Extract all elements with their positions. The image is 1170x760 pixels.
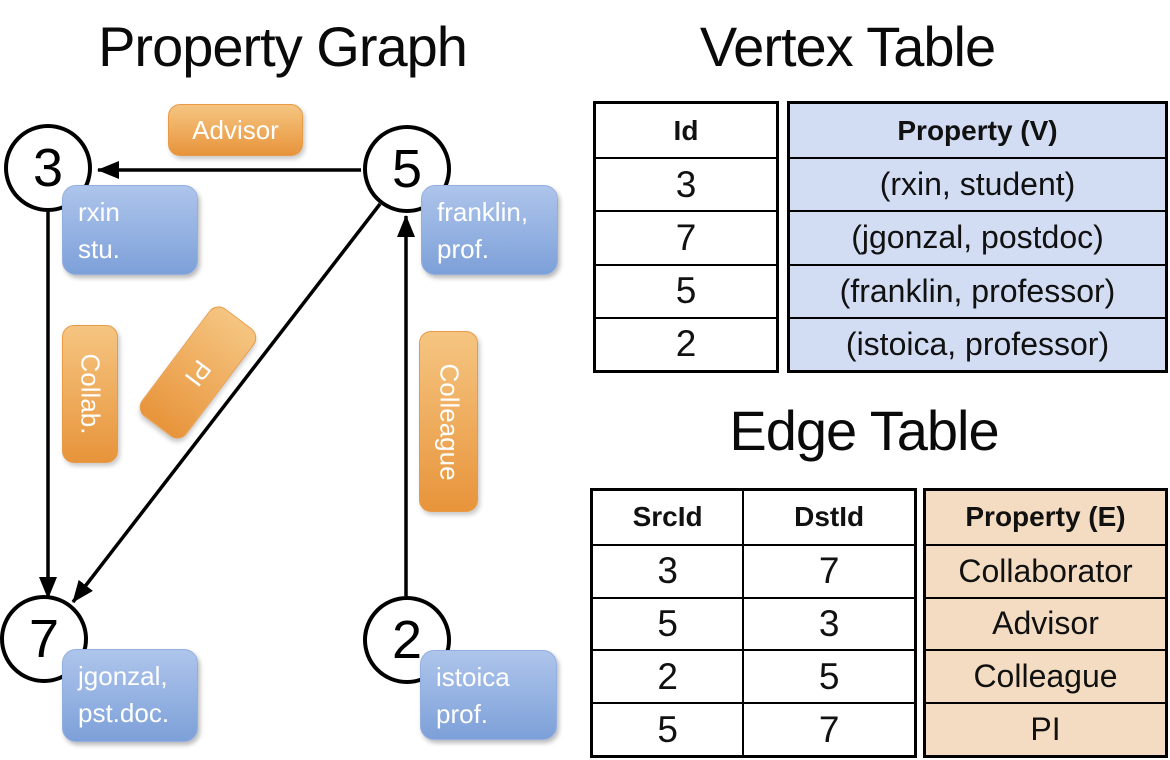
table-cell: PI	[926, 702, 1165, 755]
table-cell: Colleague	[926, 649, 1165, 702]
table-cell: (franklin, professor)	[790, 263, 1165, 317]
vertex-property-line: franklin,	[437, 197, 529, 227]
table-cell: 5	[593, 596, 743, 650]
vertex-table-id-column: Id 3 7 5 2	[593, 101, 779, 373]
edge-label-text: PI	[179, 353, 218, 392]
table-cell: 5	[593, 702, 743, 755]
edge-label-advisor: Advisor	[168, 104, 303, 156]
vertex-property-line: istoica	[436, 662, 510, 692]
vertex-table-property-header: Property (V)	[897, 114, 1058, 146]
edge-table-id-columns: SrcId DstId 3 7 5 3 2 5 5 7	[590, 488, 917, 758]
edge-table-property-header: Property (E)	[965, 501, 1126, 533]
vertex-property-line: rxin	[78, 197, 120, 227]
vertex-property-line: stu.	[78, 233, 120, 264]
table-cell: Collaborator	[926, 543, 1165, 597]
vertex-table-property-column: Property (V) (rxin, student) (jgonzal, p…	[787, 101, 1168, 373]
table-cell: 5	[596, 263, 776, 317]
node-id: 3	[32, 138, 64, 198]
table-cell: 3	[742, 596, 914, 650]
edge-table-title: Edge Table	[729, 399, 999, 462]
table-cell: 3	[593, 543, 743, 597]
table-cell: 7	[742, 702, 914, 755]
table-cell: 2	[593, 649, 743, 702]
table-cell: 7	[596, 210, 776, 263]
vertex-property-box-jgonzal: jgonzal, pst.doc.	[62, 649, 198, 742]
node-id: 7	[28, 609, 60, 669]
graph-node-3: 3	[4, 124, 92, 212]
table-cell: 7	[742, 543, 914, 597]
table-cell: (jgonzal, postdoc)	[790, 210, 1165, 263]
table-cell: 3	[596, 157, 776, 210]
edge-table-property-column: Property (E) Collaborator Advisor Collea…	[923, 488, 1168, 758]
vertex-table-id-header: Id	[673, 114, 699, 146]
vertex-property-line: pst.doc.	[78, 697, 170, 728]
table-cell: (rxin, student)	[790, 157, 1165, 210]
node-id: 2	[391, 610, 423, 670]
edge-label-colleague: Colleague	[419, 331, 478, 512]
node-id: 5	[391, 139, 423, 199]
edge-label-collab: Collab.	[62, 325, 118, 463]
vertex-property-line: prof.	[437, 233, 490, 264]
vertex-table-title: Vertex Table	[699, 15, 996, 78]
vertex-property-box-istoica: istoica prof.	[420, 650, 557, 740]
vertex-property-box-rxin: rxin stu.	[62, 185, 198, 275]
table-cell: Advisor	[926, 596, 1165, 650]
vertex-property-line: jgonzal,	[78, 661, 168, 691]
vertex-property-line: prof.	[436, 698, 489, 729]
edge-label-text: Colleague	[434, 362, 464, 481]
edge-table-srcid-header: SrcId	[632, 501, 703, 533]
edge-label-text: Advisor	[192, 114, 279, 145]
table-cell: 5	[742, 649, 914, 703]
edge-line-5-to-7	[71, 202, 382, 604]
edge-table-dstid-header: DstId	[742, 491, 914, 544]
table-cell: (istoica, professor)	[790, 316, 1165, 370]
table-cell: 2	[596, 316, 776, 370]
property-graph-title: Property Graph	[98, 15, 468, 78]
vertex-property-box-franklin: franklin, prof.	[421, 185, 558, 275]
edge-label-text: Collab.	[75, 353, 106, 435]
